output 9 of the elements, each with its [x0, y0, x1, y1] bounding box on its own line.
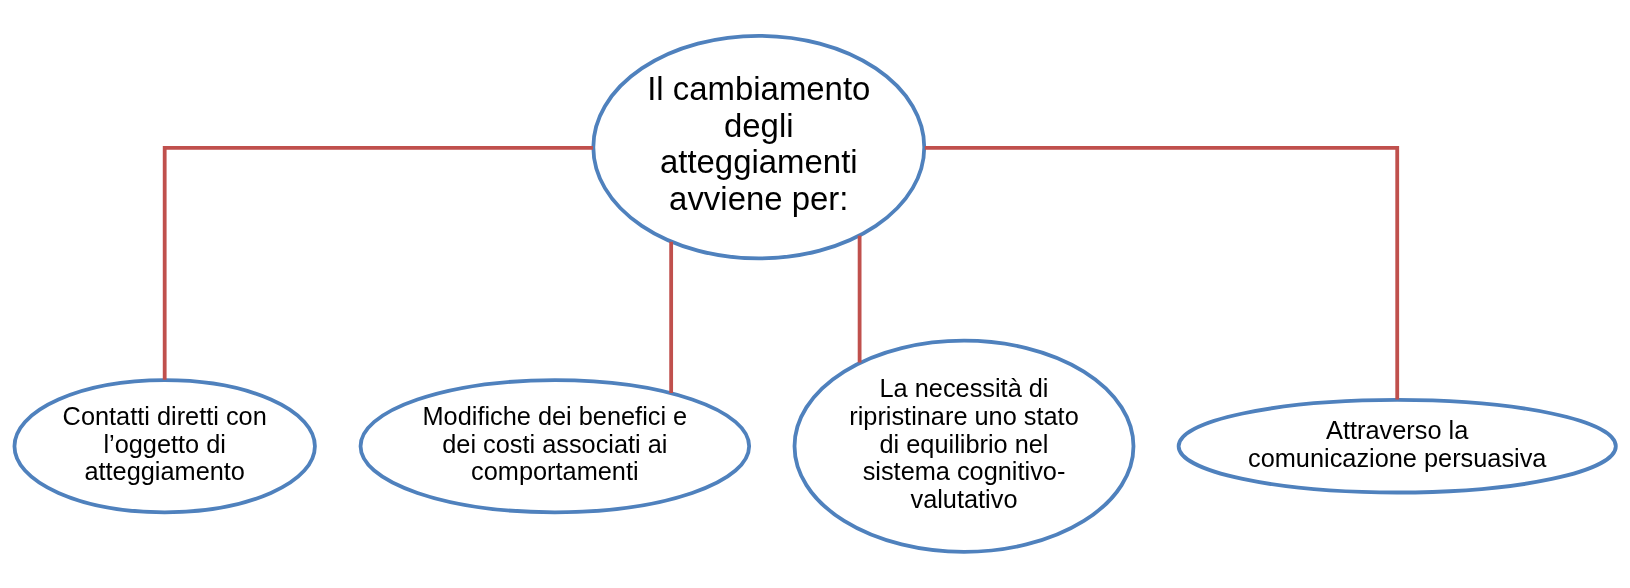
connector [669, 241, 674, 394]
node-ellipse: Il cambiamento degli atteggiamenti avviene per: [591, 33, 927, 261]
connector [162, 145, 593, 380]
node-ellipse: Modifiche dei benefici e dei costi associati ai comportamenti [358, 378, 752, 515]
connector [857, 235, 862, 363]
connector [924, 145, 1400, 400]
node-ellipse: Attraverso la comunicazione persuasiva [1176, 398, 1618, 495]
node-ellipse: La necessità di ripristinare uno stato di equilibrio nel sistema cognitivo-valutativo [792, 338, 1136, 554]
node-ellipse: Contatti diretti con l’oggetto di atteggiamento [12, 378, 317, 515]
